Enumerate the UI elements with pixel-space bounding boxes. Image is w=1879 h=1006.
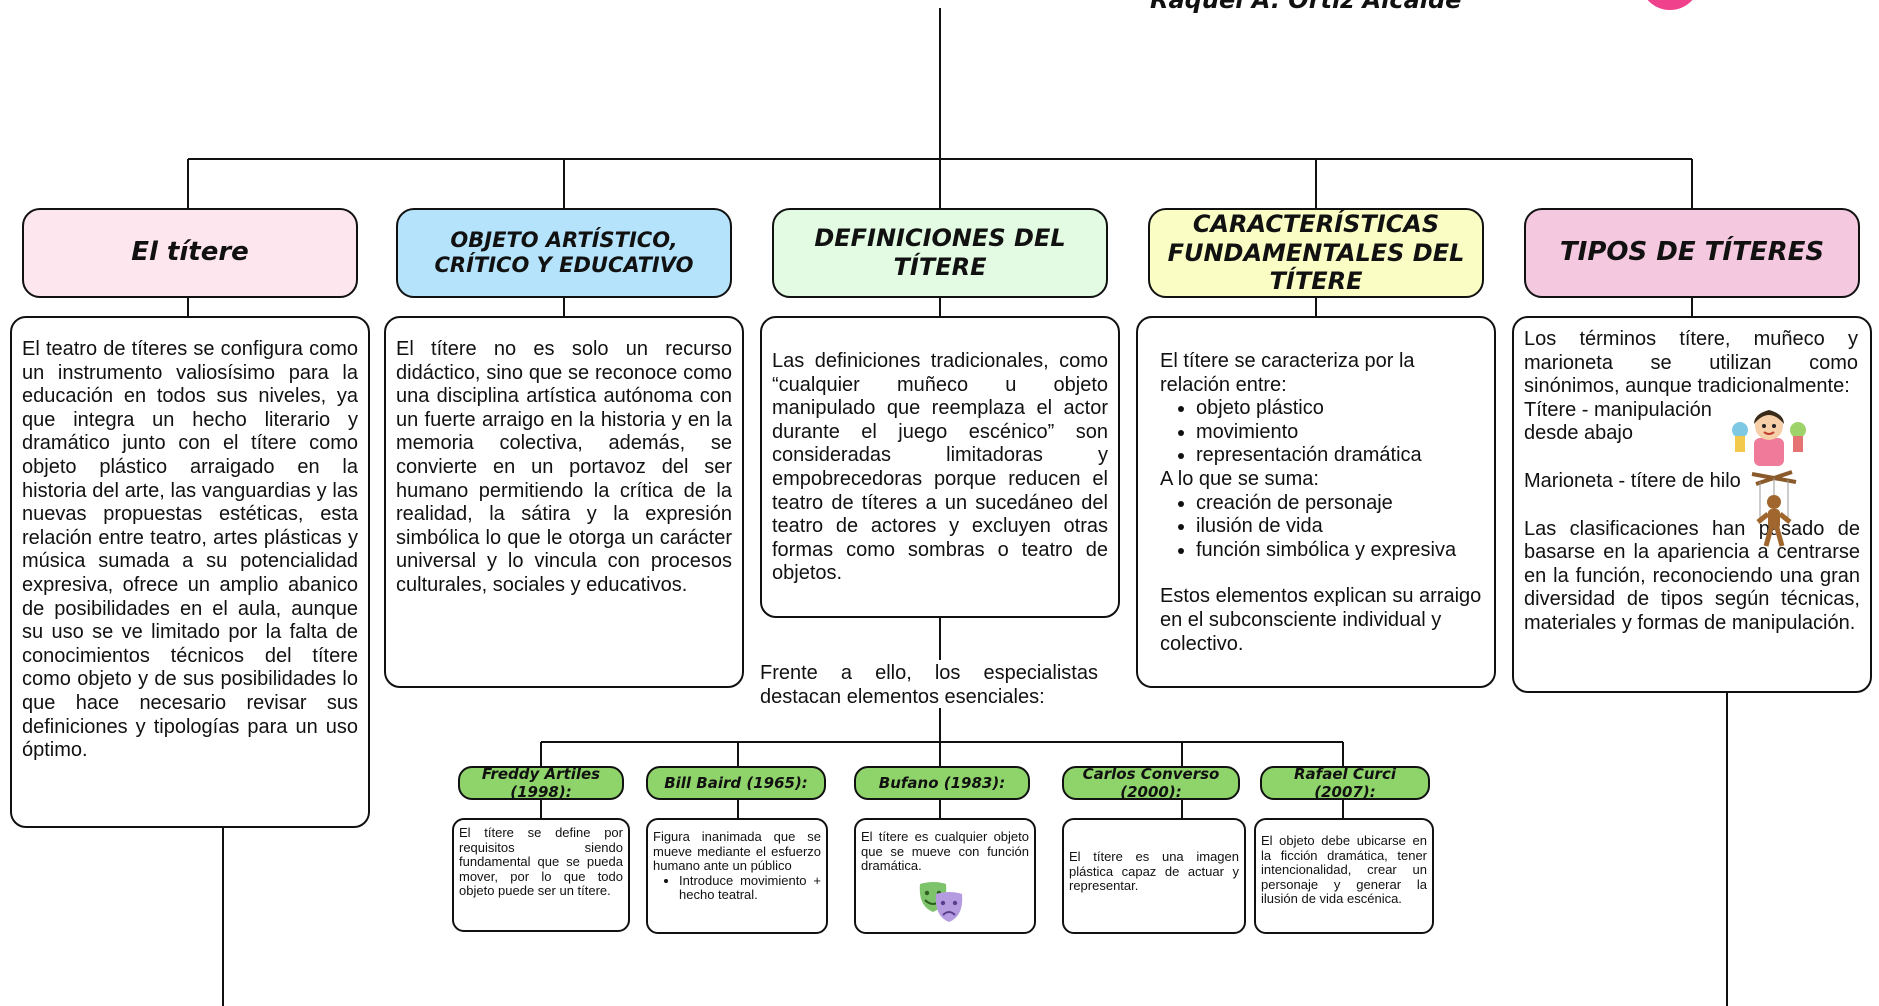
author-text: Figura inanimada que se mueve mediante e… xyxy=(653,829,821,874)
author-text: El títere es una imagen plástica capaz d… xyxy=(1069,849,1239,894)
titere-line-wrap: Títere - manipulación desde abajo xyxy=(1524,399,1724,446)
author-header-converso: Carlos Converso (2000): xyxy=(1062,765,1240,801)
header-el-titere-label: El títere xyxy=(131,237,249,268)
header-objeto-label: OBJETO ARTÍSTICO, CRÍTICO Y EDUCATIVO xyxy=(434,227,694,277)
author-name-label: Bill Baird (1965): xyxy=(664,774,808,792)
author-card-baird: Figura inanimada que se mueve mediante e… xyxy=(646,818,828,934)
text-el-titere: El teatro de títeres se configura como u… xyxy=(22,338,358,762)
hand-puppet-icon xyxy=(1732,410,1806,466)
followup-text: Frente a ello, los especialistas destaca… xyxy=(760,662,1098,708)
author-text: El objeto debe ubicarse en la ficción dr… xyxy=(1261,833,1427,907)
list-item: ilusión de vida xyxy=(1196,515,1484,539)
header-caracteristicas: CARACTERÍSTICAS FUNDAMENTALES DEL TÍTERE xyxy=(1148,208,1484,298)
box-tipos: Los términos títere, muñeco y marioneta … xyxy=(1512,316,1872,693)
author-bullets: Introduce movimiento + hecho teatral. xyxy=(653,873,821,903)
author-card-artiles: El títere se define por requisitos siend… xyxy=(452,818,630,932)
tipos-titere-line: Títere - manipulación desde abajo xyxy=(1524,398,1712,445)
caracteristicas-list-1: objeto plástico movimiento representació… xyxy=(1160,397,1484,468)
tipos-marioneta-line: Marioneta - títere de hilo xyxy=(1524,469,1741,492)
caracteristicas-list-2: creación de personaje ilusión de vida fu… xyxy=(1160,492,1484,563)
tipos-intro: Los términos títere, muñeco y marioneta … xyxy=(1524,328,1858,398)
text-definiciones: Las definiciones tradicionales, como “cu… xyxy=(772,350,1108,585)
logo-fragment xyxy=(1640,0,1700,10)
theater-masks-icon xyxy=(919,882,963,922)
caracteristicas-intro: El títere se caracteriza por la relación… xyxy=(1160,350,1415,396)
list-item: representación dramática xyxy=(1196,444,1484,468)
header-tipos: TIPOS DE TÍTERES xyxy=(1524,208,1860,298)
marionette-icon xyxy=(1751,470,1797,547)
author-card-converso: El títere es una imagen plástica capaz d… xyxy=(1062,818,1246,934)
header-caracteristicas-label: CARACTERÍSTICAS FUNDAMENTALES DEL TÍTERE xyxy=(1167,209,1465,296)
list-item: objeto plástico xyxy=(1196,397,1484,421)
tipos-outro: Las clasificaciones han pasado de basars… xyxy=(1524,517,1860,634)
list-item: creación de personaje xyxy=(1196,492,1484,516)
author-name-label: Bufano (1983): xyxy=(878,774,1006,792)
caracteristicas-outro: Estos elementos explican su arraigo en e… xyxy=(1160,585,1482,655)
author-header-curci: Rafael Curci (2007): xyxy=(1260,765,1430,801)
box-caracteristicas: El títere se caracteriza por la relación… xyxy=(1136,316,1496,688)
list-item: función simbólica y expresiva xyxy=(1196,539,1484,563)
list-item: Introduce movimiento + hecho teatral. xyxy=(679,873,821,903)
header-el-titere: El títere xyxy=(22,208,358,298)
author-name-label: Carlos Converso (2000): xyxy=(1082,765,1220,801)
box-definiciones: Las definiciones tradicionales, como “cu… xyxy=(760,316,1120,618)
author-card-bufano: El títere es cualquier objeto que se mue… xyxy=(854,818,1036,934)
author-header-bufano: Bufano (1983): xyxy=(854,766,1030,800)
author-header-artiles: Freddy Artiles (1998): xyxy=(458,765,624,801)
author-header-baird: Bill Baird (1965): xyxy=(646,766,826,800)
text-objeto: El títere no es solo un recurso didáctic… xyxy=(396,338,732,596)
header-objeto-artistico: OBJETO ARTÍSTICO, CRÍTICO Y EDUCATIVO xyxy=(396,208,732,298)
header-definiciones-label: DEFINICIONES DEL TÍTERE xyxy=(814,224,1066,281)
box-objeto-artistico: El títere no es solo un recurso didáctic… xyxy=(384,316,744,688)
caracteristicas-mid: A lo que se suma: xyxy=(1160,467,1319,490)
author-name-label: Freddy Artiles (1998): xyxy=(481,765,601,801)
header-definiciones: DEFINICIONES DEL TÍTERE xyxy=(772,208,1108,298)
list-item: movimiento xyxy=(1196,421,1484,445)
author-name-label: Rafael Curci (2007): xyxy=(1294,765,1396,801)
author-card-curci: El objeto debe ubicarse en la ficción dr… xyxy=(1254,818,1434,934)
author-name: Raquel A. Ortiz Alcaide xyxy=(1150,0,1462,14)
author-text: El títere se define por requisitos siend… xyxy=(459,825,623,899)
box-el-titere: El teatro de títeres se configura como u… xyxy=(10,316,370,828)
header-tipos-label: TIPOS DE TÍTERES xyxy=(1559,237,1825,268)
author-text: El títere es cualquier objeto que se mue… xyxy=(861,829,1029,874)
